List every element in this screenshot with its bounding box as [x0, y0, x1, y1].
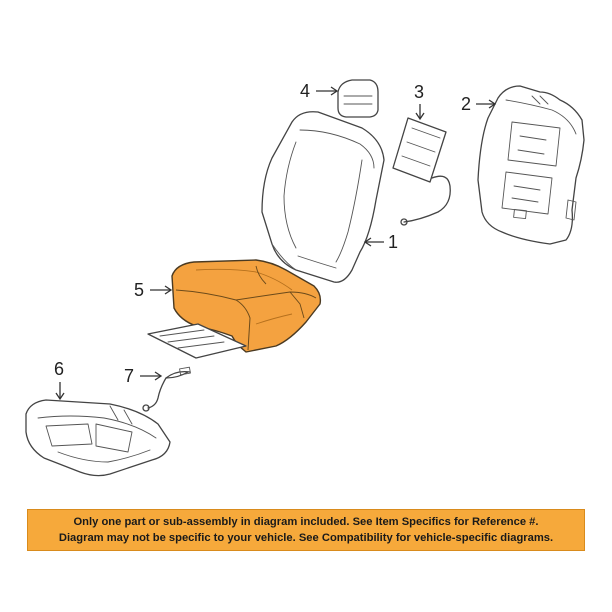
callout-6-label: 6 [54, 359, 64, 379]
callout-5: 5 [134, 280, 173, 300]
part-headrest-guide [337, 79, 379, 118]
disclaimer-line-2: Diagram may not be specific to your vehi… [58, 532, 554, 544]
part-cushion-heater-mat [147, 323, 247, 359]
callout-2: 2 [461, 94, 497, 114]
callout-1: 1 [363, 232, 398, 252]
disclaimer-line-1: Only one part or sub-assembly in diagram… [73, 516, 539, 528]
callout-3: 3 [414, 82, 425, 121]
part-seat-back-cover [477, 85, 585, 245]
part-seat-back-frame [261, 111, 385, 283]
callout-1-label: 1 [388, 232, 398, 252]
callout-5-label: 5 [134, 280, 144, 300]
callout-3-label: 3 [414, 82, 424, 102]
callout-4-label: 4 [300, 81, 310, 101]
callout-7: 7 [124, 366, 163, 386]
callout-4: 4 [300, 81, 339, 101]
callout-7-label: 7 [124, 366, 134, 386]
part-cushion-pad [171, 259, 322, 353]
part-heater-wire [142, 366, 191, 412]
part-cushion-cover [25, 399, 171, 477]
part-heater-element [392, 117, 451, 226]
callout-2-label: 2 [461, 94, 471, 114]
disclaimer-banner: Only one part or sub-assembly in diagram… [27, 509, 585, 551]
callout-6: 6 [54, 359, 65, 401]
